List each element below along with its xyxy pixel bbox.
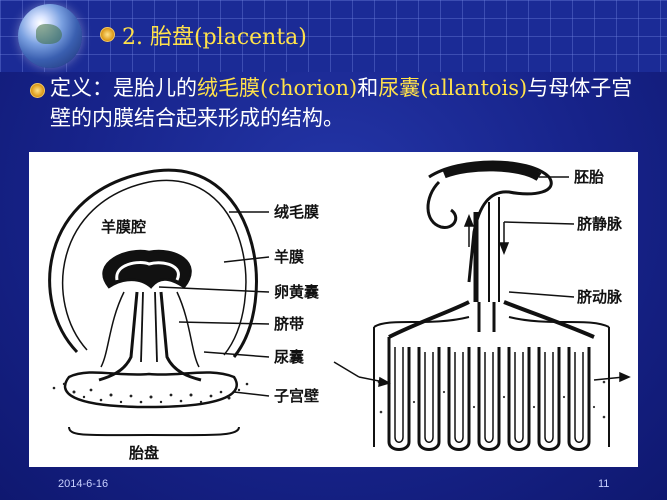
title-bullet-icon	[100, 27, 115, 42]
left-leader-lines	[158, 211, 270, 397]
term-chorion-cn: 绒毛膜	[197, 76, 260, 100]
label-umbilical-cord: 脐带	[274, 315, 304, 333]
right-drawing	[373, 160, 610, 451]
placenta-bracket	[68, 426, 240, 437]
left-drawing	[48, 168, 258, 409]
footer-page-number: 11	[598, 478, 610, 490]
term-chorion-en: (chorion)	[260, 76, 358, 100]
uterine-stipple	[52, 382, 249, 404]
definition-prefix: 定义：是胎儿的	[50, 76, 197, 100]
label-umbilical-vein: 脐静脉	[577, 215, 623, 233]
label-placenta: 胎盘	[129, 444, 159, 462]
label-embryo: 胚胎	[574, 168, 604, 186]
title-number: 2.	[122, 25, 143, 50]
slide-title: 2. 胎盘(placenta)	[122, 19, 307, 51]
label-amnion: 羊膜	[274, 248, 304, 266]
right-leader-lines	[333, 176, 575, 378]
definition-bullet-icon	[30, 83, 45, 98]
footer-date: 2014-6-16	[58, 478, 109, 490]
label-uterine-wall: 子宫壁	[274, 387, 319, 405]
term-allantois-en: (allantois)	[420, 76, 528, 100]
right-stipple	[377, 380, 606, 419]
label-yolk-sac: 卵黄囊	[274, 283, 320, 301]
title-chinese: 胎盘	[150, 25, 195, 50]
placenta-diagram: 羊膜腔 绒毛膜 羊膜 卵黄囊 脐带 尿囊 子宫壁 胎盘	[29, 152, 638, 467]
label-amniotic-cavity: 羊膜腔	[101, 218, 146, 236]
flow-arrows	[358, 213, 631, 388]
definition-mid: 和	[357, 76, 379, 100]
placenta-diagram-svg: 羊膜腔 绒毛膜 羊膜 卵黄囊 脐带 尿囊 子宫壁 胎盘	[48, 160, 631, 462]
label-chorion: 绒毛膜	[274, 203, 319, 221]
definition-suffix: 与母体子宫壁的内膜结合起来形成的结构。	[50, 76, 633, 130]
header-grid	[0, 0, 667, 72]
label-allantois: 尿囊	[274, 348, 305, 366]
globe-icon	[18, 4, 82, 68]
term-allantois-cn: 尿囊	[378, 76, 421, 100]
title-english: (placenta)	[194, 25, 307, 50]
label-umbilical-artery: 脐动脉	[577, 288, 623, 306]
definition-text: 定义：是胎儿的绒毛膜(chorion)和尿囊(allantois)与母体子宫壁的…	[50, 73, 650, 133]
